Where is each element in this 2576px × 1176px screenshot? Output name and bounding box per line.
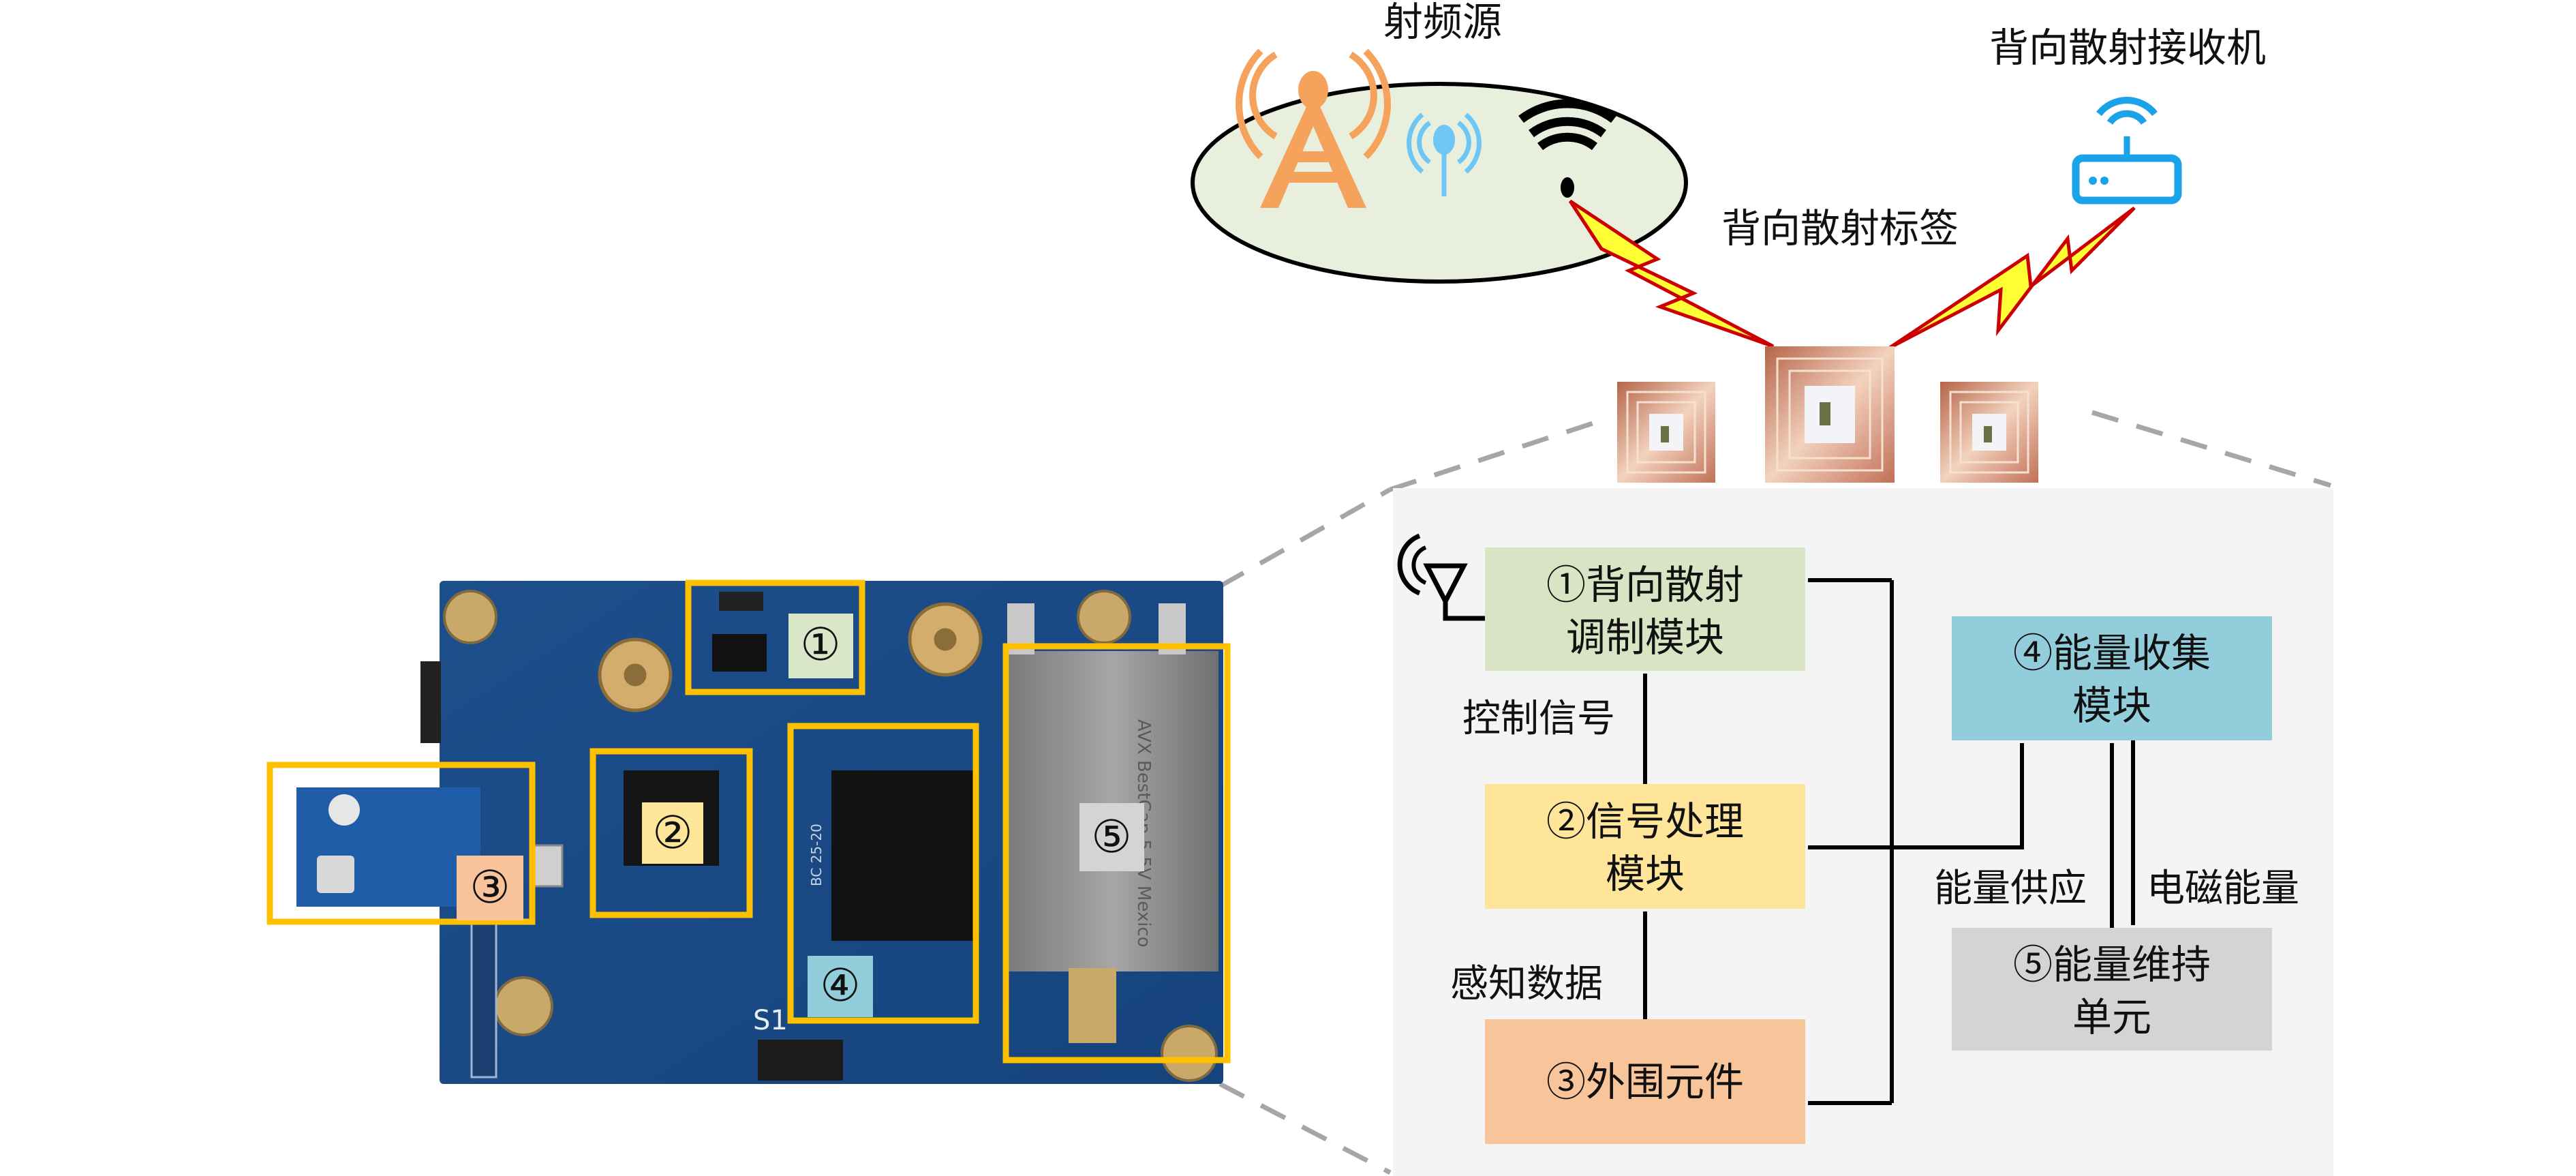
- sensor-white-disc: [328, 794, 360, 826]
- block-1-line1: ①背向散射: [1546, 562, 1744, 608]
- tag-center: [1765, 346, 1895, 483]
- antenna-icon: [1397, 533, 1485, 621]
- cell-tower-icon: [1236, 48, 1391, 208]
- screw-posts: [443, 590, 1218, 1082]
- marker-1-bg: [788, 614, 853, 678]
- label-em-energy: 电磁能量: [2147, 866, 2299, 911]
- marker-3: ③: [470, 861, 510, 914]
- block-energy-storage: ⑤能量维持 单元: [1952, 928, 2272, 1051]
- block-4-line1: ④能量收集: [2013, 630, 2211, 676]
- switch-silk: S1: [753, 1005, 788, 1036]
- highlight-frame-5: [1002, 643, 1231, 1064]
- wifi-icon: [1518, 99, 1616, 198]
- block-5-line2: 单元: [2072, 994, 2151, 1040]
- marker-4: ④: [820, 959, 860, 1012]
- block-4-bg: [1952, 616, 2272, 740]
- power-from-block4: [1892, 743, 2024, 849]
- marker-3-bg: [457, 856, 523, 920]
- receiver-group: 背向散射接收机: [1989, 25, 2266, 205]
- wireless-antenna-icon: [1407, 112, 1482, 196]
- pin-header-left: [420, 661, 441, 743]
- ic-u2: [712, 634, 767, 672]
- label-sensing-data: 感知数据: [1450, 962, 1603, 1006]
- block-5-line1: ⑤能量维持: [2013, 941, 2211, 988]
- lightning-bolt-right: [1888, 207, 2136, 350]
- sma-connectors: [598, 602, 983, 712]
- board-highlights: [266, 579, 1231, 1064]
- harvester-module: [831, 770, 975, 941]
- marker-1: ①: [800, 618, 840, 671]
- highlight-frame-2: [589, 748, 753, 918]
- router-icon: [2072, 96, 2182, 205]
- block-3-line1: ③外围元件: [1546, 1059, 1744, 1105]
- slide-switch: [758, 1040, 843, 1081]
- marker-5: ⑤: [1091, 811, 1131, 863]
- pin-header-bottom: [470, 905, 497, 1079]
- block-2-bg: [1485, 784, 1805, 909]
- block-4-line2: 模块: [2072, 682, 2151, 729]
- board-markers: ① ② ③ ④ ⑤: [457, 614, 1144, 1017]
- block-1-line2: 调制模块: [1566, 614, 1724, 661]
- lightning-bolt-left: [1568, 199, 1775, 348]
- receiver-label: 背向散射接收机: [1989, 25, 2266, 71]
- marker-4-bg: [808, 956, 873, 1017]
- block-backscatter-modulation: ①背向散射 调制模块: [1485, 547, 1805, 671]
- highlight-frame-3: [266, 762, 536, 925]
- block-2-line1: ②信号处理: [1546, 798, 1744, 845]
- block-2-line2: 模块: [1606, 851, 1685, 897]
- backscatter-tags: [1617, 346, 2038, 483]
- block-5-bg: [1952, 928, 2272, 1051]
- label-control-signal: 控制信号: [1462, 697, 1615, 741]
- block-signal-processing: ②信号处理 模块: [1485, 784, 1805, 909]
- marker-2-bg: [642, 802, 703, 864]
- label-energy-supply: 能量供应: [1934, 866, 2087, 911]
- marker-5-bg: [1079, 803, 1144, 871]
- harvester-silk: BC 25-20: [808, 824, 825, 886]
- sensor-chip: [317, 856, 354, 893]
- jumper-p9: [719, 592, 763, 611]
- block-3-bg: [1485, 1019, 1805, 1144]
- highlight-frame-1: [685, 579, 865, 695]
- marker-2: ②: [652, 806, 692, 859]
- connectors: [1643, 578, 2135, 1105]
- tag-small-left: [1617, 382, 1715, 483]
- block-peripheral: ③外围元件: [1485, 1019, 1805, 1144]
- block-1-bg: [1485, 547, 1805, 671]
- tag-label: 背向散射标签: [1721, 205, 1959, 252]
- cap-tab-bottom: [1069, 968, 1116, 1043]
- callout-dashes: [1218, 410, 2332, 1175]
- rf-source-label: 射频源: [1383, 0, 1502, 45]
- highlight-frame-4: [787, 723, 979, 1024]
- reset-button: [532, 844, 564, 888]
- block-energy-harvesting: ④能量收集 模块: [1952, 616, 2272, 740]
- tag-small-right: [1940, 382, 2038, 483]
- rf-source-group: 射频源: [1191, 0, 1688, 284]
